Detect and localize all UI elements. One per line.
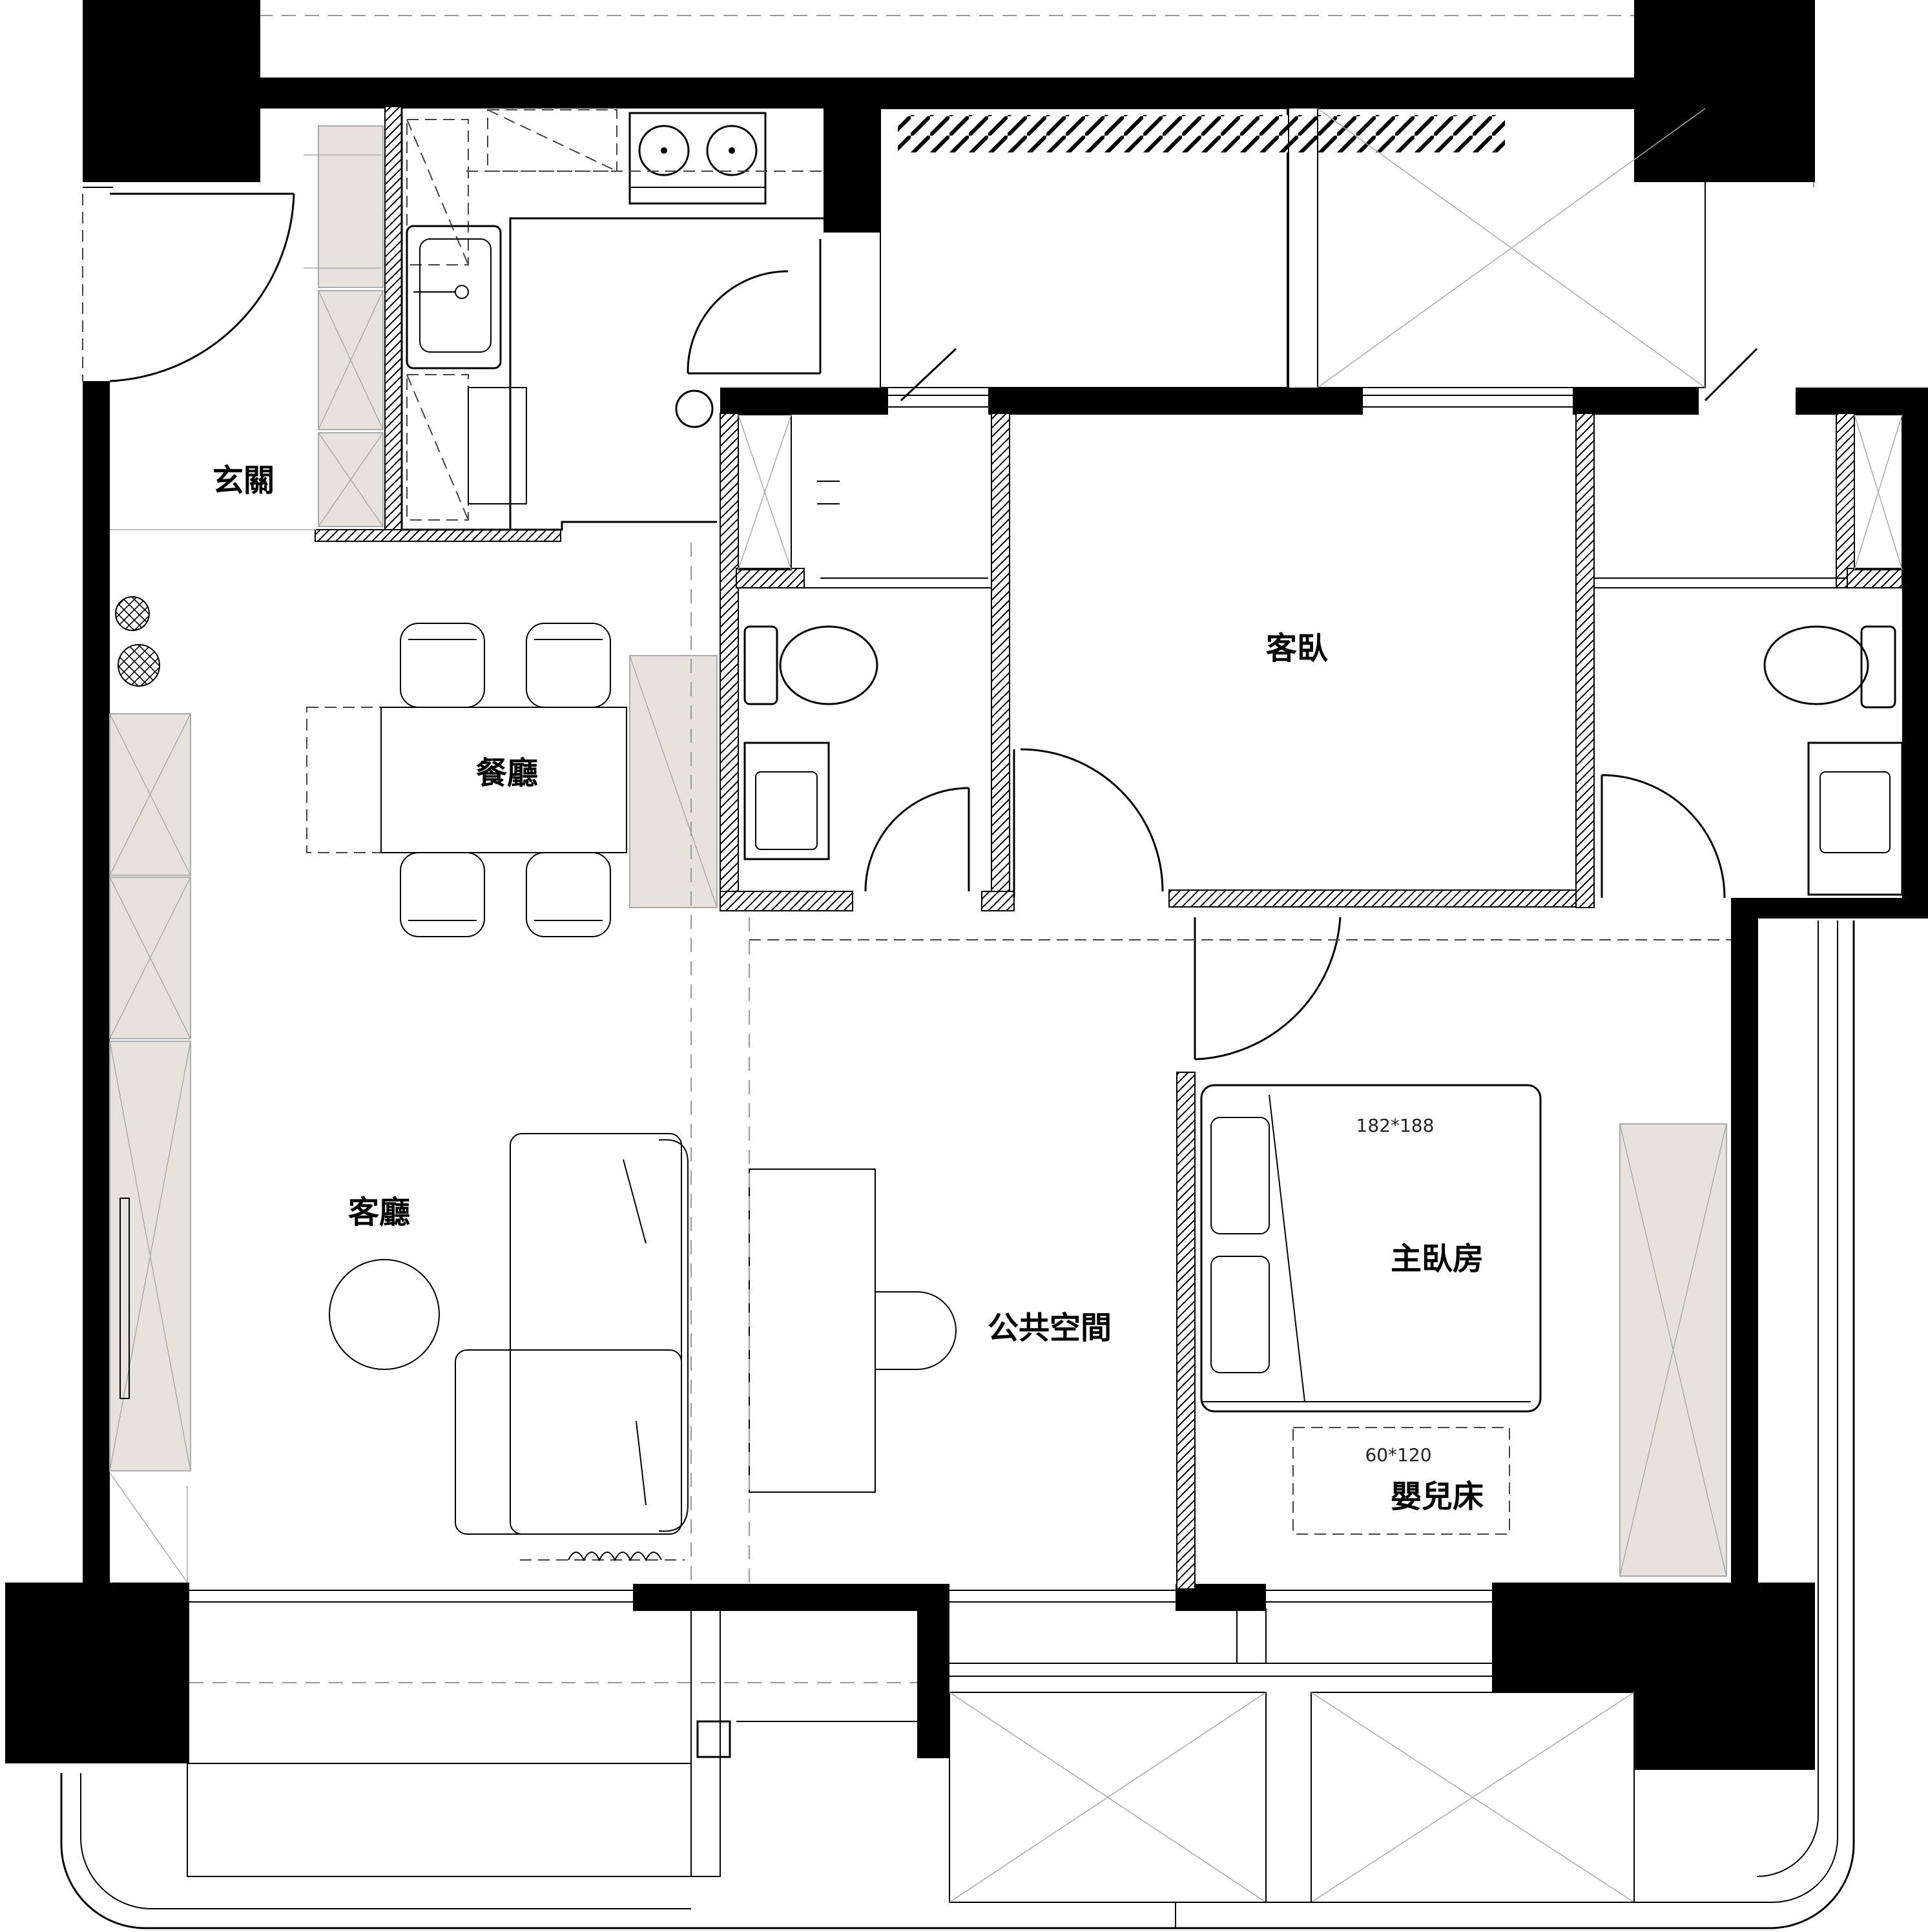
room-label-public-space: 公共空間 — [988, 1310, 1112, 1346]
room-label-crib: 嬰兒床 — [1391, 1479, 1484, 1515]
plant-icon — [115, 596, 160, 687]
kitchen — [304, 105, 824, 531]
partition-walls — [315, 106, 1903, 1590]
room-label-guest-bedroom: 客臥 — [1266, 630, 1328, 667]
structural-walls — [5, 0, 1928, 1770]
reference-lines — [109, 543, 750, 1583]
top-storage — [880, 108, 1758, 402]
bathroom-1 — [738, 414, 991, 892]
bed-dimension: 182*188 — [1356, 1115, 1435, 1136]
dining-area — [306, 623, 718, 937]
crib-dimension: 60*120 — [1365, 1444, 1431, 1466]
room-label-living: 客廳 — [348, 1194, 410, 1231]
living-area — [329, 1133, 689, 1562]
bathroom-2 — [1594, 414, 1903, 898]
bottom-balcony — [60, 920, 1855, 1929]
guest-bedroom — [888, 395, 1573, 898]
left-wardrobes — [109, 713, 191, 1471]
room-label-entrance: 玄關 — [212, 462, 275, 499]
desk — [749, 1169, 957, 1493]
room-label-master-bedroom: 主臥房 — [1391, 1241, 1484, 1277]
master-bedroom — [749, 917, 1731, 1577]
entrance-area — [82, 187, 316, 530]
room-label-dining: 餐廳 — [476, 755, 538, 791]
